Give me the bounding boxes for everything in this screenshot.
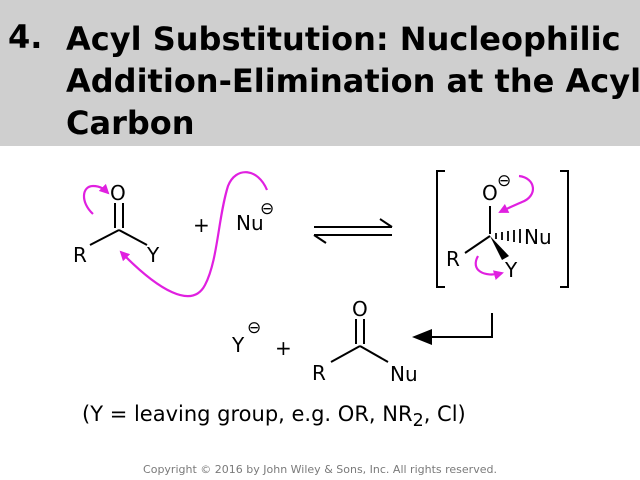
note-text-before: (Y = leaving group, e.g. OR, NR: [82, 402, 413, 426]
title-line-3: Carbon: [66, 104, 195, 142]
title-line-1: Acyl Substitution: Nucleophilic: [66, 20, 621, 58]
slide-title: Acyl Substitution: Nucleophilic Addition…: [66, 18, 640, 144]
product-oxygen: O: [352, 297, 368, 321]
plus-sign-1: +: [193, 213, 210, 237]
product-arrow: [418, 313, 493, 338]
intermediate-oxygen-charge: ⊖: [497, 171, 511, 191]
note-subscript: 2: [412, 411, 424, 432]
reform-pi-bond-arrow: [498, 174, 534, 213]
left-bracket: [436, 170, 445, 288]
leaving-group-note: (Y = leaving group, e.g. OR, NR2, Cl): [82, 402, 466, 431]
pi-bond-arrow: [82, 183, 110, 215]
right-bracket: [560, 170, 569, 288]
product-nu: Nu: [390, 362, 418, 386]
intermediate-oxygen: O: [482, 181, 498, 205]
leaving-group-arrow: [474, 255, 504, 280]
copyright-notice: Copyright © 2016 by John Wiley & Sons, I…: [143, 463, 497, 476]
product-y-charge: ⊖: [247, 318, 261, 338]
product-y: Y: [231, 333, 245, 357]
equilibrium-arrow: [313, 218, 393, 244]
title-line-2: Addition-Elimination at the Acyl: [66, 62, 640, 100]
intermediate-nu: Nu: [524, 225, 552, 249]
intermediate-r: R: [446, 247, 460, 271]
plus-sign-2: +: [275, 336, 292, 360]
title-band: [0, 0, 640, 146]
nucleophile-charge: ⊖: [260, 199, 274, 219]
reactant-r: R: [73, 243, 87, 267]
product-r: R: [312, 361, 326, 385]
note-text-after: , Cl): [423, 402, 466, 426]
reactant-molecule: O R Y: [73, 181, 160, 267]
nucleophilic-attack-arrow: [119, 171, 269, 298]
reactant-y: Y: [146, 243, 160, 267]
nucleophile: Nu ⊖: [236, 199, 274, 235]
tetrahedral-intermediate: O ⊖ Nu R Y: [446, 171, 552, 282]
nucleophile-label: Nu: [236, 211, 264, 235]
slide-number: 4.: [8, 18, 43, 56]
reactant-oxygen: O: [110, 181, 126, 205]
products: Y ⊖ + O R Nu: [231, 297, 418, 386]
product-arrow-head: [412, 329, 432, 345]
reaction-scheme: O R Y + Nu ⊖ O ⊖ Nu R Y: [73, 170, 569, 386]
intermediate-y: Y: [504, 258, 518, 282]
